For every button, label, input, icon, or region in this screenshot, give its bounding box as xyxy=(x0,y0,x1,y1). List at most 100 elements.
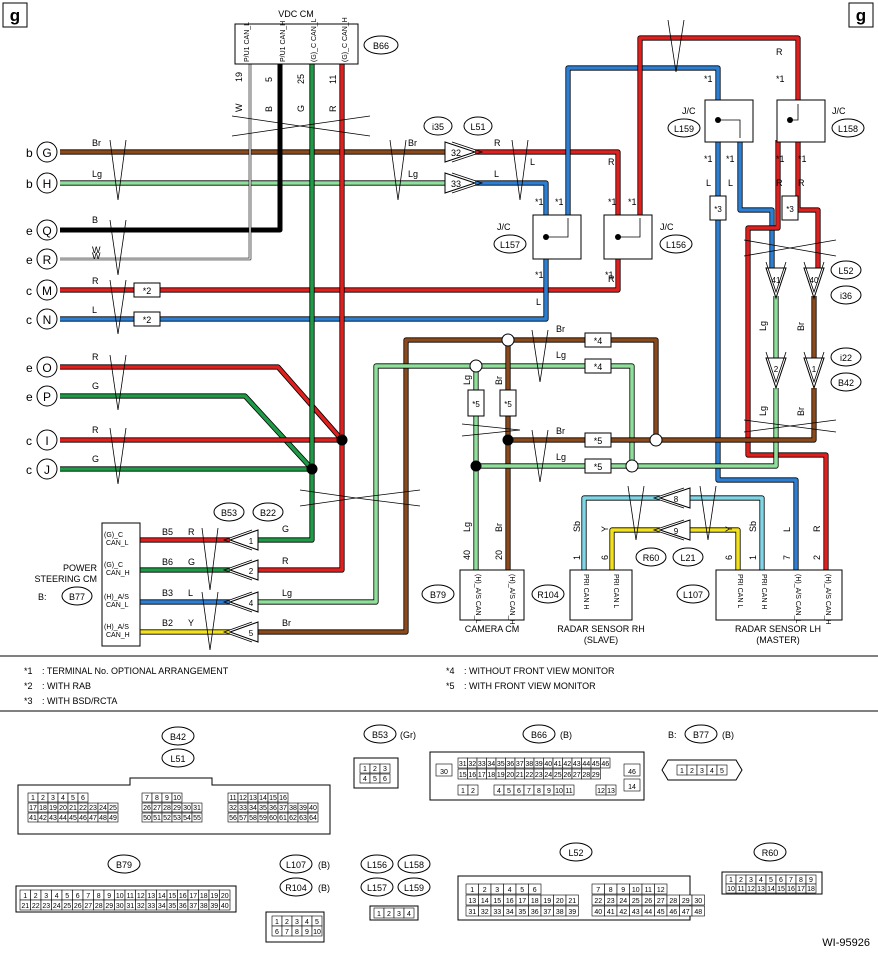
pin-cell-number: 17 xyxy=(478,772,486,779)
wire-label: Lg xyxy=(92,169,102,179)
pin-cell-number: 26 xyxy=(74,903,82,910)
pin-cell-number: 13 xyxy=(607,788,615,795)
pin-cell-number: 41 xyxy=(554,761,562,768)
pin-cell-number: 45 xyxy=(592,761,600,768)
pin-cell-number: 4 xyxy=(363,776,367,783)
pin-cell-number: 2 xyxy=(690,768,694,775)
pin-cell-number: 28 xyxy=(582,772,590,779)
note-mark: *3 xyxy=(714,205,722,214)
pin-cell-number: 20 xyxy=(221,893,229,900)
pin-cell-number: 35 xyxy=(259,805,267,812)
note-marks: *1 *1 *1 *1 *1 *1 *1 *1 *1 *1 *1 *1 L R … xyxy=(92,47,807,307)
wire-label: Br xyxy=(408,138,417,148)
pin-cell-number: 14 xyxy=(259,795,267,802)
radar-pin-label: PRI CAN L xyxy=(736,574,743,608)
pin-cell-number: 6 xyxy=(383,776,387,783)
pin-cell-number: 41 xyxy=(607,909,615,916)
pin-cell-number: 16 xyxy=(506,898,514,905)
pin-cell-number: 30 xyxy=(694,898,702,905)
pin-cell-number: 33 xyxy=(147,903,155,910)
pin-cell-number: 6 xyxy=(779,877,783,884)
radar-pin-label: PRI CAN H xyxy=(760,574,767,609)
terminal-prefix: c xyxy=(26,313,32,327)
connector-code: L52 xyxy=(838,266,853,276)
pin-cell-number: 8 xyxy=(799,877,803,884)
pin-cell-number: 23 xyxy=(607,898,615,905)
pin-cell-number: 46 xyxy=(601,761,609,768)
pin-cell-number: 29 xyxy=(592,772,600,779)
pin-cell-number: 36 xyxy=(531,909,539,916)
connector-code: L157 xyxy=(367,883,387,893)
pin-cell-number: 8 xyxy=(155,795,159,802)
legend-mark: *2 xyxy=(24,681,33,691)
pin-cell-number: 1 xyxy=(23,893,27,900)
pin-cell-number: 3 xyxy=(749,877,753,884)
pin-cell-number: 13 xyxy=(757,886,765,893)
pin-cell-number: 5 xyxy=(315,919,319,926)
pin-cell-number: 39 xyxy=(535,761,543,768)
pin-cell-number: 27 xyxy=(657,898,665,905)
camera-title: CAMERA CM xyxy=(465,624,520,634)
connector-code: L107 xyxy=(286,860,306,870)
pin-number: 5 xyxy=(264,77,274,82)
pin-cell-number: 16 xyxy=(179,893,187,900)
pin-cell-number: 11 xyxy=(565,788,572,795)
pin-cell-number: 2 xyxy=(285,919,289,926)
note-boxes-45: *4 *4 *5 *5 *5 *5 Br Lg Br Lg Lg Br xyxy=(462,324,612,474)
pin-number: 20 xyxy=(494,550,504,560)
pin-cell xyxy=(590,768,601,780)
wire-b-vdc xyxy=(60,64,283,233)
vdc-pin-label: P/U1 CAN_L xyxy=(244,22,251,62)
wire-label: Br xyxy=(556,324,565,334)
pin-cell xyxy=(379,773,391,784)
pin-cell-number: 18 xyxy=(531,898,539,905)
pin-cell-number: 38 xyxy=(556,909,564,916)
pin-cell-number: 5 xyxy=(507,788,511,795)
wire-label: R xyxy=(776,178,783,188)
pin-number: 2 xyxy=(774,365,779,374)
connector-l52-i36: 41 40 L52 i36 Lg Br xyxy=(758,260,862,331)
pin-cell-number: 4 xyxy=(407,911,411,918)
pin-cell-number: 18 xyxy=(807,886,815,893)
pin-cell-number: 14 xyxy=(767,886,775,893)
wire-label: Lg xyxy=(462,375,472,385)
pin-number: B6 xyxy=(162,557,173,567)
wire-label: Lg xyxy=(556,452,566,462)
pin-cell-number: 24 xyxy=(53,903,61,910)
legend-mark: *4 xyxy=(446,666,455,676)
pin-cell-number: 37 xyxy=(189,903,197,910)
pin-cell-number: 15 xyxy=(269,795,277,802)
pin-cell-number: 32 xyxy=(137,903,145,910)
wire-l-top xyxy=(566,66,720,215)
pin-cell-number: 6 xyxy=(517,788,521,795)
pin-cell-number: 11 xyxy=(127,893,134,900)
pin-cell-number: 42 xyxy=(563,761,571,768)
pin-cell-number: 8 xyxy=(295,929,299,936)
connector-code: B42 xyxy=(170,732,186,742)
note-mark: *1 xyxy=(798,154,807,164)
camera-cm: (H)_A/S CAN_L (H)_A/S CAN_H 40 20 Lg Br … xyxy=(421,522,525,634)
pin-cell-number: 35 xyxy=(168,903,176,910)
connector-color: (B) xyxy=(722,730,734,740)
note-mark: *4 xyxy=(594,336,603,346)
note-mark: *2 xyxy=(143,315,152,325)
pin-cell-number: 4 xyxy=(497,788,501,795)
pin-cell-number: 5 xyxy=(65,893,69,900)
pin-cell-number: 23 xyxy=(42,903,50,910)
connector-b53-b22: B53 B22 1 2 4 5 G R Lg Br xyxy=(213,502,292,643)
note-mark: *4 xyxy=(594,362,603,372)
jc-l156: J/C L156 xyxy=(603,214,693,260)
pin-cell-number: 9 xyxy=(305,929,309,936)
legend-text: : WITH BSD/RCTA xyxy=(42,696,117,706)
connector-prefix: B: xyxy=(668,730,677,740)
pin-cell-number: 6 xyxy=(275,929,279,936)
connector-color: (Gr) xyxy=(400,730,416,740)
pin-cell-number: 33 xyxy=(478,761,486,768)
wire-label: Lg xyxy=(758,406,768,416)
pin-cell-number: 59 xyxy=(259,815,267,822)
